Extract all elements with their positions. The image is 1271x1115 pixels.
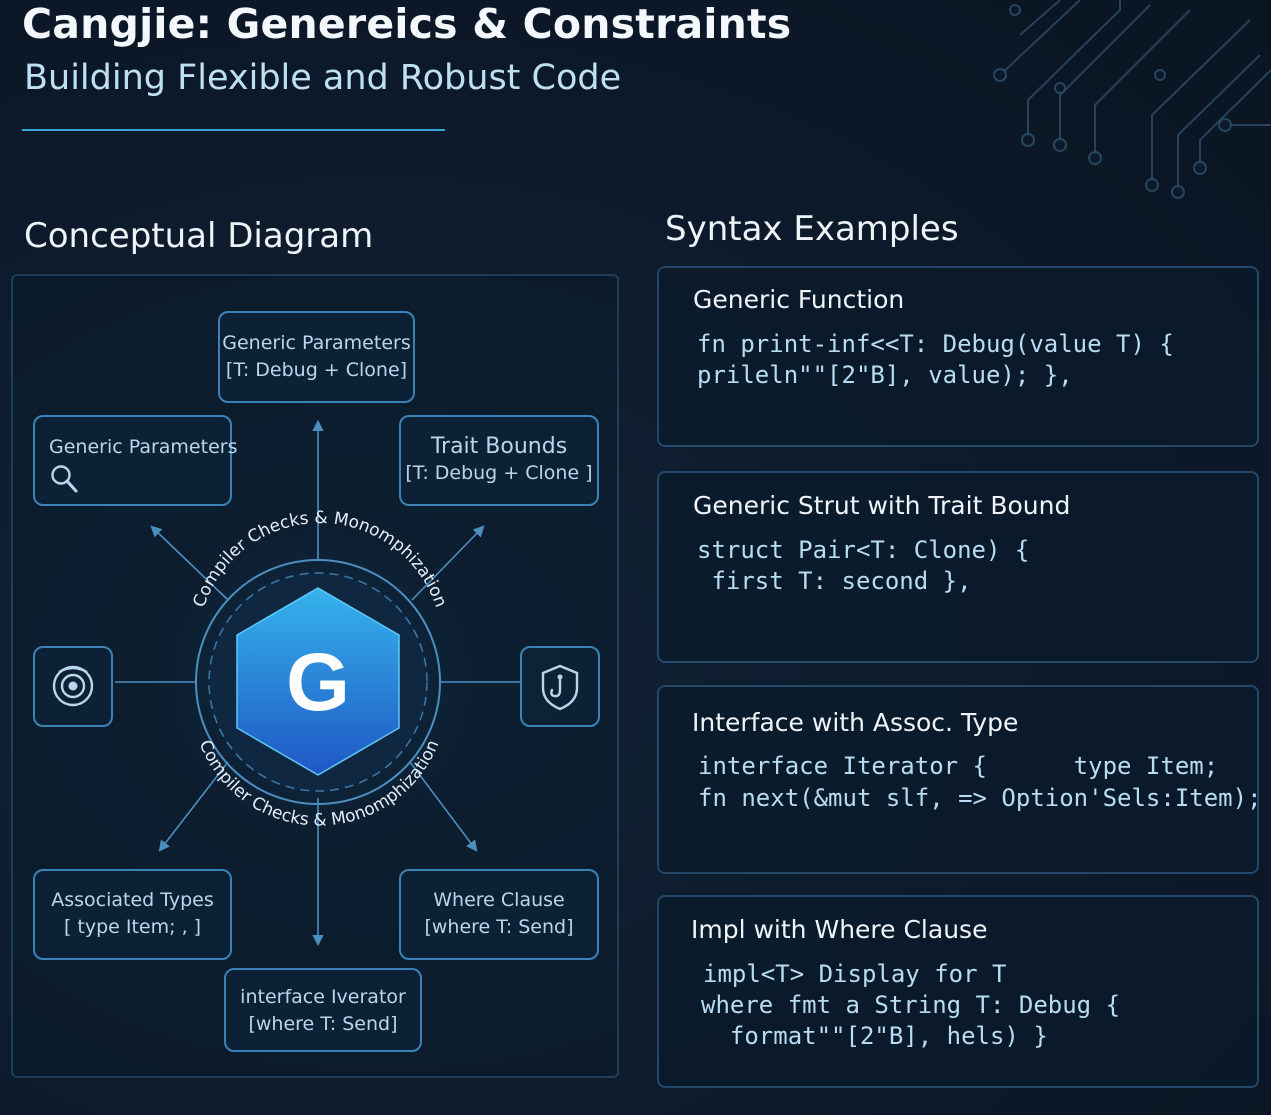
node-label: Generic Parameters <box>222 332 411 354</box>
diagram-graphics: G Compiler Checks & Monomphization Compi… <box>115 419 520 947</box>
diagram-heading: Conceptual Diagram <box>24 216 374 256</box>
node-where-clause: Where Clause [where T: Send] <box>399 869 599 960</box>
code-line: fn print-inf<<T: Debug(value T) { <box>697 330 1174 358</box>
circuit-decoration <box>993 0 1271 199</box>
connector-down-right <box>409 761 478 852</box>
node-label: Associated Types <box>51 889 214 911</box>
code-card-interface-assoc-type: Interface with Assoc. Type interface Ite… <box>657 685 1262 874</box>
hub-ring-outer <box>195 559 441 805</box>
node-detail: [ type Item; , ] <box>63 916 202 938</box>
code-line: where fmt a String T: Debug { <box>701 991 1121 1019</box>
syntax-heading: Syntax Examples <box>665 209 959 249</box>
card-title: Generic Strut with Trait Bound <box>693 491 1071 520</box>
node-detail: [T: Debug + Clone] <box>225 359 408 381</box>
page-subtitle: Building Flexible and Robust Code <box>24 58 622 98</box>
node-label: interface Iverator <box>240 986 406 1008</box>
node-detail: [where T: Send] <box>248 1013 398 1035</box>
target-node <box>33 646 113 727</box>
node-generic-parameters-left: Generic Parameters <box>33 415 238 506</box>
code-card-impl-where-clause: Impl with Where Clause impl<T> Display f… <box>657 895 1259 1088</box>
node-interface-iterator: interface Iverator [where T: Send] <box>224 968 422 1052</box>
node-associated-types: Associated Types [ type Item; , ] <box>33 869 232 960</box>
hub-letter: G <box>286 637 350 728</box>
node-label: Where Clause <box>433 889 565 911</box>
code-line: struct Pair<T: Clone) { <box>697 536 1030 564</box>
node-label: Generic Parameters <box>49 436 238 458</box>
code-line: impl<T> Display for T <box>703 960 1007 988</box>
connector-down-left <box>158 761 229 852</box>
card-title: Interface with Assoc. Type <box>692 708 1019 737</box>
node-detail: [T: Debug + Clone ] <box>405 462 593 484</box>
code-line: prileln""[2"B], value); }, <box>697 361 1073 389</box>
code-line: interface Iterator { type Item; <box>698 752 1219 780</box>
connector-up-right <box>411 525 485 601</box>
code-line: fn next(&mut slf, => Option'Sels:Item); <box>698 784 1262 812</box>
card-title: Generic Function <box>693 285 905 314</box>
connector-up-left <box>150 525 229 601</box>
code-card-generic-function: Generic Function fn print-inf<<T: Debug(… <box>657 266 1259 447</box>
card-title: Impl with Where Clause <box>691 915 988 944</box>
shield-node <box>520 646 600 727</box>
code-line: first T: second }, <box>697 567 972 595</box>
code-card-generic-struct: Generic Strut with Trait Bound struct Pa… <box>657 471 1259 663</box>
node-trait-bounds: Trait Bounds [T: Debug + Clone ] <box>399 415 599 506</box>
code-line: format""[2"B], hels) } <box>701 1022 1048 1050</box>
hexagon-g-icon <box>236 587 400 776</box>
target-icon <box>52 665 94 707</box>
node-label: Trait Bounds <box>430 434 568 459</box>
title-underline <box>22 129 445 131</box>
node-generic-parameters-top: Generic Parameters [T: Debug + Clone] <box>218 311 415 403</box>
page-title: Cangjie: Genereics & Constraints <box>22 0 792 48</box>
search-icon <box>51 465 78 493</box>
node-detail: [where T: Send] <box>424 916 574 938</box>
shield-icon <box>541 664 579 711</box>
